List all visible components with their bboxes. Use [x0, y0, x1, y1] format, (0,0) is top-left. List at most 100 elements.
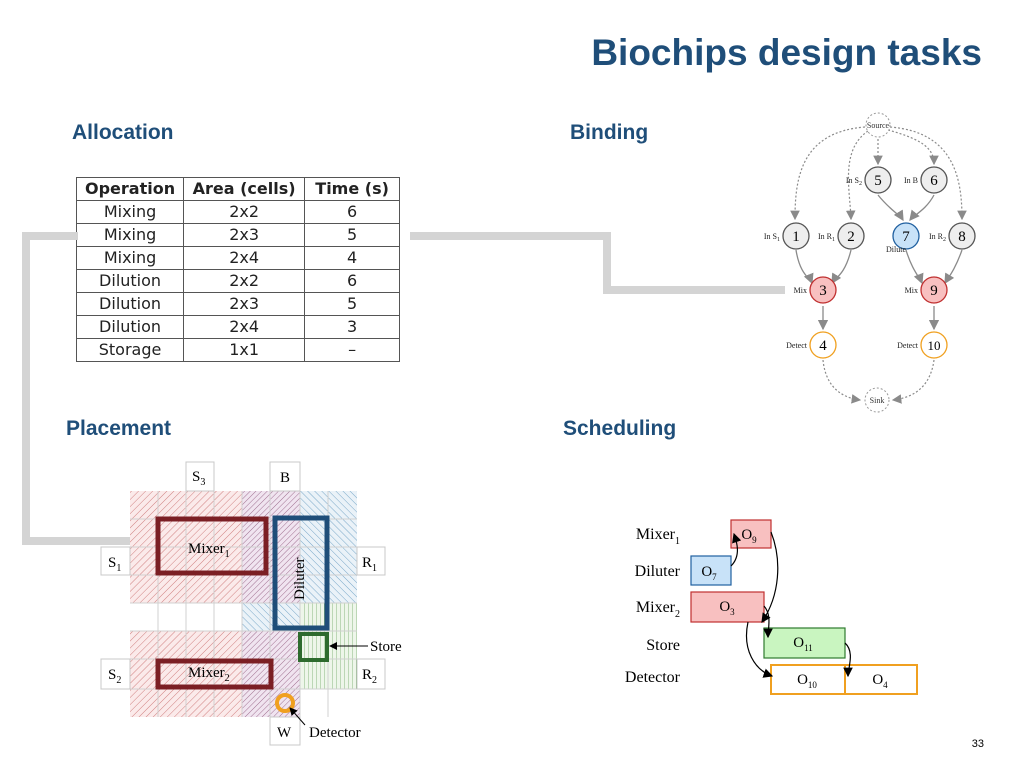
binding-node-label: Mix: [794, 286, 807, 295]
port-r2-box: [356, 658, 386, 690]
mixer1-label: Mixer1: [188, 541, 230, 560]
table-cell: Storage: [75, 338, 185, 362]
op-o11-label: O11: [793, 635, 813, 653]
binding-node-circle: [782, 222, 810, 250]
port-b-label: B: [280, 470, 290, 486]
column-header-time: Time (s): [304, 177, 401, 201]
binding-node-8: 8In R2: [929, 222, 976, 250]
schedule-dependency-arrows: [730, 531, 853, 678]
binding-node-number: 4: [819, 338, 827, 354]
binding-node-number: 3: [819, 283, 827, 299]
schedule-row-label-mixer1: Mixer1: [636, 526, 680, 547]
table-cell: 2x2: [183, 200, 306, 224]
diluter-outline: [272, 515, 330, 631]
op-o7-bar: [690, 555, 732, 586]
op-o10-label: O10: [797, 672, 817, 690]
binding-flow-edges: [795, 194, 963, 331]
binding-sink-label: Sink: [870, 396, 885, 405]
binding-node-label: In R1: [818, 232, 835, 243]
binding-node-number: 10: [928, 338, 941, 353]
op-o3-label: O3: [719, 599, 735, 617]
port-s2-label: S2: [108, 667, 121, 686]
section-scheduling-title: Scheduling: [563, 417, 677, 440]
table-cell: –: [304, 338, 401, 362]
binding-node-5: 5 In S2: [846, 166, 892, 194]
binding-node-3: 3 Mix: [794, 276, 837, 304]
table-cell: Mixing: [75, 246, 185, 270]
binding-node-number: 7: [902, 229, 910, 245]
mixer2-outline: [155, 658, 274, 690]
port-r2-label: R2: [362, 667, 377, 686]
port-s1-label: S1: [108, 555, 121, 574]
binding-node-number: 6: [930, 173, 938, 189]
binding-node-label: In S1: [764, 232, 780, 243]
binding-node-number: 5: [874, 173, 882, 189]
binding-node-circle: [809, 276, 837, 304]
schedule-chart: Mixer1 Diluter Mixer2 Store Detector O9 …: [625, 519, 918, 695]
binding-node-circle: [920, 166, 948, 194]
op-o4-bar: [844, 664, 918, 695]
table-cell: 5: [304, 223, 401, 247]
table-cell: 6: [304, 200, 401, 224]
table-cell: 2x4: [183, 246, 306, 270]
page-title: Biochips design tasks: [591, 32, 982, 73]
binding-node-circle: [920, 276, 948, 304]
binding-node-4: 4 Detect: [786, 331, 837, 359]
binding-node-circle: [920, 331, 948, 359]
binding-source-node: Source: [865, 112, 891, 138]
port-s3-label: S3: [192, 469, 205, 488]
port-s2-box: [100, 658, 131, 690]
binding-node-label: In B: [904, 176, 918, 185]
op-o3-bar: [690, 591, 765, 623]
binding-node-1: 1In S1: [764, 222, 810, 250]
section-placement-title: Placement: [66, 417, 172, 440]
placement-grid: [130, 491, 357, 717]
section-allocation-title: Allocation: [72, 121, 174, 144]
detector-label: Detector: [309, 725, 361, 741]
binding-node-circle: [809, 331, 837, 359]
store-outline: [298, 632, 329, 662]
port-r1-label: R1: [362, 555, 377, 574]
binding-node-10: 10 Detect: [897, 331, 948, 359]
binding-node-label: In S2: [846, 176, 862, 187]
binding-node-label: Mix: [905, 286, 918, 295]
binding-node-label: Detect: [786, 341, 808, 350]
mixer2-label: Mixer2: [188, 665, 230, 684]
binding-source-label: Source: [867, 121, 890, 130]
port-r1-box: [356, 546, 386, 576]
schedule-row-label-mixer2: Mixer2: [636, 599, 680, 620]
table-cell: Dilution: [75, 292, 185, 316]
connector-line-placement: [22, 232, 130, 545]
binding-node-label: Detect: [897, 341, 919, 350]
port-s1-box: [100, 546, 131, 576]
connector-line-binding: [410, 232, 785, 294]
detector-pointer-arrow: [289, 707, 306, 726]
table-cell: 3: [304, 315, 401, 339]
table-cell: Dilution: [75, 269, 185, 293]
op-o7-label: O7: [701, 564, 717, 582]
diluter-label: Diluter: [292, 558, 308, 601]
table-cell: 2x3: [183, 292, 306, 316]
column-header-operation: Operation: [75, 177, 185, 201]
op-o10-bar: [770, 664, 846, 695]
detector-ring: [275, 693, 295, 713]
port-s3-box: [185, 461, 215, 492]
schedule-row-label-store: Store: [646, 637, 680, 654]
op-o9-label: O9: [741, 527, 757, 545]
section-binding-title: Binding: [570, 121, 649, 144]
binding-node-number: 8: [958, 229, 966, 245]
mixer1-outline: [155, 516, 269, 576]
table-cell: 5: [304, 292, 401, 316]
